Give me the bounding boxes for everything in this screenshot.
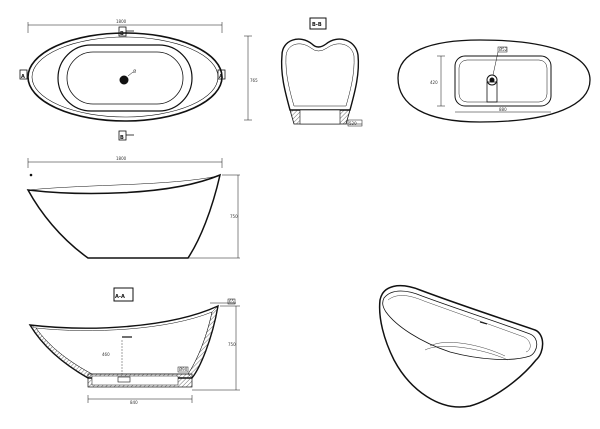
section-mark-b-bottom-label: B [120, 135, 124, 141]
section-bb-label: B-B [312, 22, 322, 28]
section-bb-tag [309, 17, 327, 30]
section-aa-top-dim: 65 [229, 299, 235, 304]
section-bb-base-dim: 520 [349, 121, 357, 126]
bathtub-3d-view [378, 284, 544, 408]
section-aa-height-dim: 750 [228, 342, 236, 347]
section-aa-tag [113, 287, 134, 302]
section-mark-b-bottom [118, 130, 127, 141]
top-drain-label: Ø [133, 69, 136, 74]
section-aa-label: A-A [115, 294, 125, 300]
top-length-dim: 1800 [116, 19, 127, 24]
plan-inner-width-dim: 420 [430, 80, 438, 85]
section-bb [280, 17, 363, 127]
section-aa-drain-label: Ø90 [179, 367, 188, 372]
section-mark-b-top [118, 26, 127, 37]
side-view [26, 158, 240, 259]
section-aa-depth-dim: 460 [102, 352, 110, 357]
plan-view [397, 39, 591, 123]
plan-inner-length-dim: 880 [499, 107, 507, 112]
section-mark-b-top-label: B [120, 31, 124, 37]
section-mark-a-left-label: A [21, 74, 25, 80]
top-width-dim: 765 [250, 78, 258, 83]
side-length-dim: 1800 [116, 156, 127, 161]
section-aa [28, 287, 240, 403]
section-aa-base-dim: 840 [130, 400, 138, 405]
aa-drain-icon [117, 376, 131, 383]
drain-icon [119, 75, 129, 85]
plan-drain-icon [486, 74, 498, 86]
plan-drain-label: Ø52 [499, 47, 508, 52]
section-mark-a-left [19, 69, 28, 80]
top-view [19, 22, 252, 141]
section-mark-a-right-label: A [219, 74, 223, 80]
side-height-dim: 750 [230, 214, 238, 219]
section-mark-a-right [217, 69, 226, 80]
